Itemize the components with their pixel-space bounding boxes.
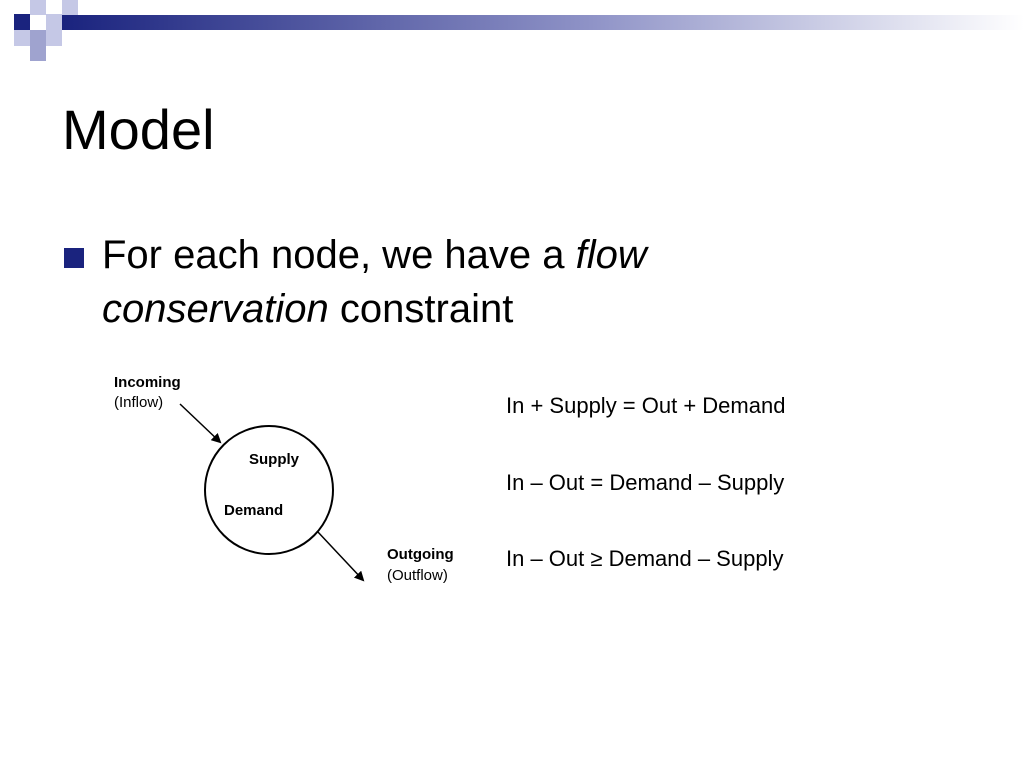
equation-2: In – Out = Demand – Supply [506,470,785,495]
slide-title: Model [62,98,215,161]
inflow-arrow [179,403,222,444]
header-gradient-bar [62,15,1024,30]
outflow-arrow [316,530,365,582]
header-square [14,14,30,30]
header-square [46,14,62,30]
bullet-text-italic: flow conservation [102,233,647,331]
supply-label: Supply [249,451,300,468]
bullet-text: For each node, we have a flow conservati… [102,228,782,336]
header-square [30,30,46,46]
node-circle [204,425,334,555]
outflow-label: (Outflow) [387,567,448,584]
header-square [62,0,78,15]
header-square [14,30,30,46]
demand-label: Demand [224,502,284,519]
bullet-square-icon [64,248,84,268]
bullet-text-start: For each node, we have a [102,233,576,277]
header-square [46,30,62,46]
header-decoration [14,0,1024,61]
inflow-label: (Inflow) [114,394,164,411]
equation-1: In + Supply = Out + Demand [506,393,786,418]
incoming-label: Incoming [114,374,181,391]
header-square [30,0,46,15]
bullet-text-end: constraint [328,287,514,331]
outgoing-label: Outgoing [387,546,454,563]
equation-3: In – Out ≥ Demand – Supply [506,546,784,571]
header-square [30,46,46,61]
